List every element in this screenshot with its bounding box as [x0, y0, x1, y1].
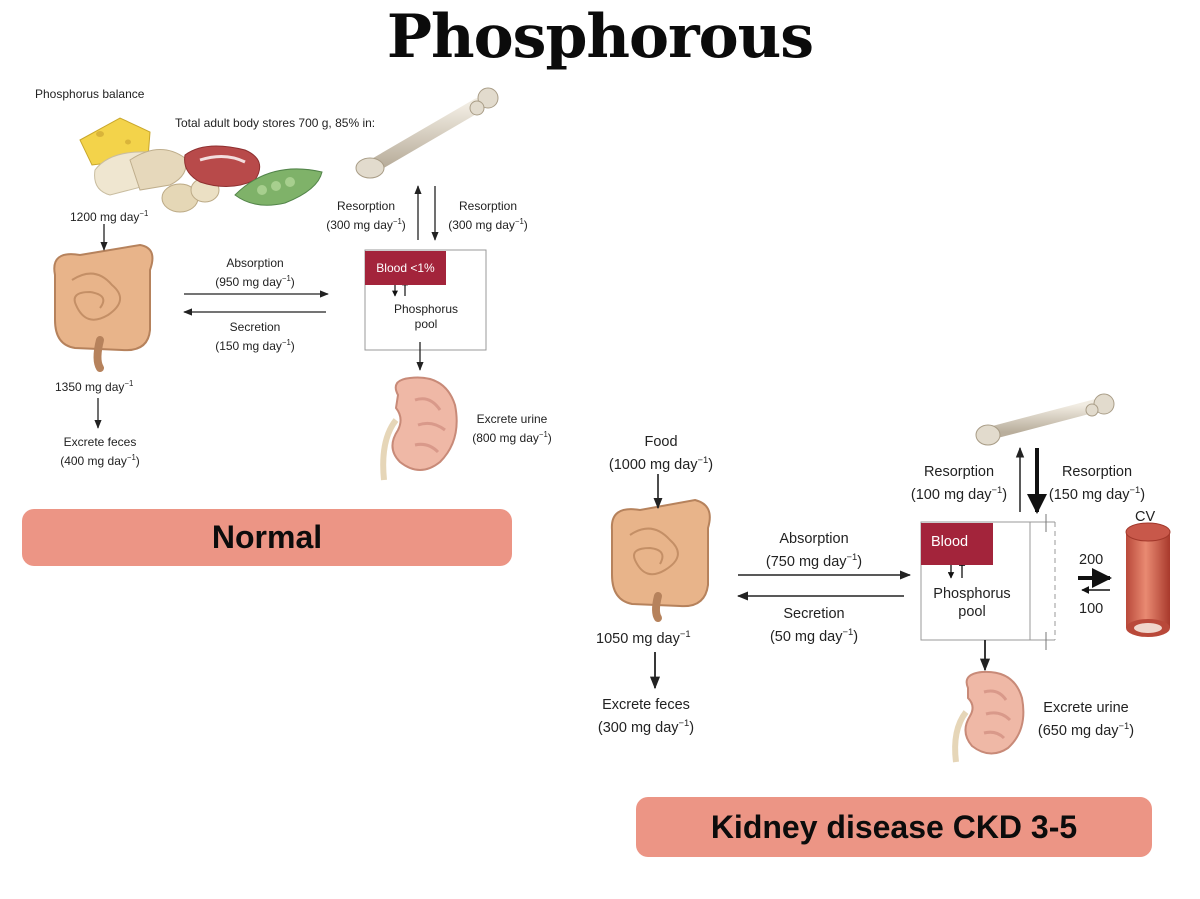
ckd-secretion-label: Secretion (50 mg day−1) [752, 605, 876, 646]
ckd-resorption-up-label: Resorption (100 mg day−1) [900, 463, 1018, 504]
ckd-resorption-up-value: (100 mg day−1) [910, 484, 1008, 503]
resorption-up-label: Resorption (300 mg day−1) [318, 199, 414, 233]
ckd-urine-value: (650 mg day−1) [1037, 720, 1135, 739]
ckd-secretion-value: (50 mg day−1) [769, 626, 859, 645]
ckd-feces-value: (300 mg day−1) [597, 717, 695, 736]
ckd-resorption-down-label: Resorption (150 mg day−1) [1038, 463, 1156, 504]
ckd-resorption-down-value: (150 mg day−1) [1048, 484, 1146, 503]
ckd-absorption-label: Absorption (750 mg day−1) [752, 530, 876, 571]
blood-vessel-illustration [1125, 522, 1171, 637]
normal-banner: Normal [22, 509, 512, 566]
resorption-down-label: Resorption (300 mg day−1) [440, 199, 536, 233]
cv-out-value: 200 [1079, 552, 1104, 568]
intake-value: 1200 mg day [70, 210, 140, 224]
secretion-title: Secretion [229, 320, 281, 334]
ckd-feces-label: Excrete feces (300 mg day−1) [588, 696, 704, 737]
food-value: (1000 mg day−1) [608, 454, 714, 473]
secretion-label: Secretion (150 mg day−1) [200, 320, 310, 354]
body-stores-label: Total adult body stores 700 g, 85% in: [175, 116, 376, 130]
resorption-down-title: Resorption [458, 199, 518, 213]
urine-value: (800 mg day−1) [472, 430, 552, 445]
blood-box: Blood <1% [365, 251, 446, 285]
food-label: Food (1000 mg day−1) [598, 433, 724, 474]
ckd-phosphorus-pool-label: Phosphorus pool [933, 586, 1011, 620]
absorption-label: Absorption (950 mg day−1) [200, 256, 310, 290]
food-illustration [79, 117, 323, 213]
cv-label: CV [1135, 509, 1156, 525]
ckd-banner: Kidney disease CKD 3-5 [636, 797, 1152, 857]
page-title: Phosphorous [386, 2, 814, 72]
urine-label: Excrete urine (800 mg day−1) [460, 412, 564, 446]
kidney-illustration-ckd [952, 670, 1025, 763]
phosphorus-balance-heading: Phosphorus balance [35, 87, 145, 101]
ckd-gut-output-label: 1050 mg day−1 [596, 628, 691, 647]
ckd-absorption-value: (750 mg day−1) [765, 551, 863, 570]
phosphorus-pool-label: Phosphorus pool [393, 302, 459, 331]
intake-label: 1200 mg day−1 [70, 206, 148, 225]
resorption-down-value: (300 mg day−1) [448, 217, 528, 232]
kidney-illustration [380, 376, 458, 481]
bone-illustration-ckd [975, 393, 1115, 446]
ckd-blood-box: Blood [921, 523, 993, 565]
resorption-up-title: Resorption [336, 199, 396, 213]
secretion-value: (150 mg day−1) [215, 338, 295, 353]
resorption-up-value: (300 mg day−1) [326, 217, 406, 232]
gut-output-label: 1350 mg day−1 [55, 379, 134, 394]
cv-in-value: 100 [1079, 601, 1104, 617]
feces-value: (400 mg day−1) [60, 453, 140, 468]
feces-label: Excrete feces (400 mg day−1) [48, 435, 152, 469]
absorption-title: Absorption [226, 256, 284, 270]
unit-exponent: −1 [139, 209, 149, 218]
bone-illustration [355, 87, 499, 179]
absorption-value: (950 mg day−1) [215, 274, 295, 289]
ckd-urine-label: Excrete urine (650 mg day−1) [1028, 699, 1144, 740]
intestine-illustration-ckd [610, 498, 711, 622]
intestine-illustration [53, 243, 154, 372]
